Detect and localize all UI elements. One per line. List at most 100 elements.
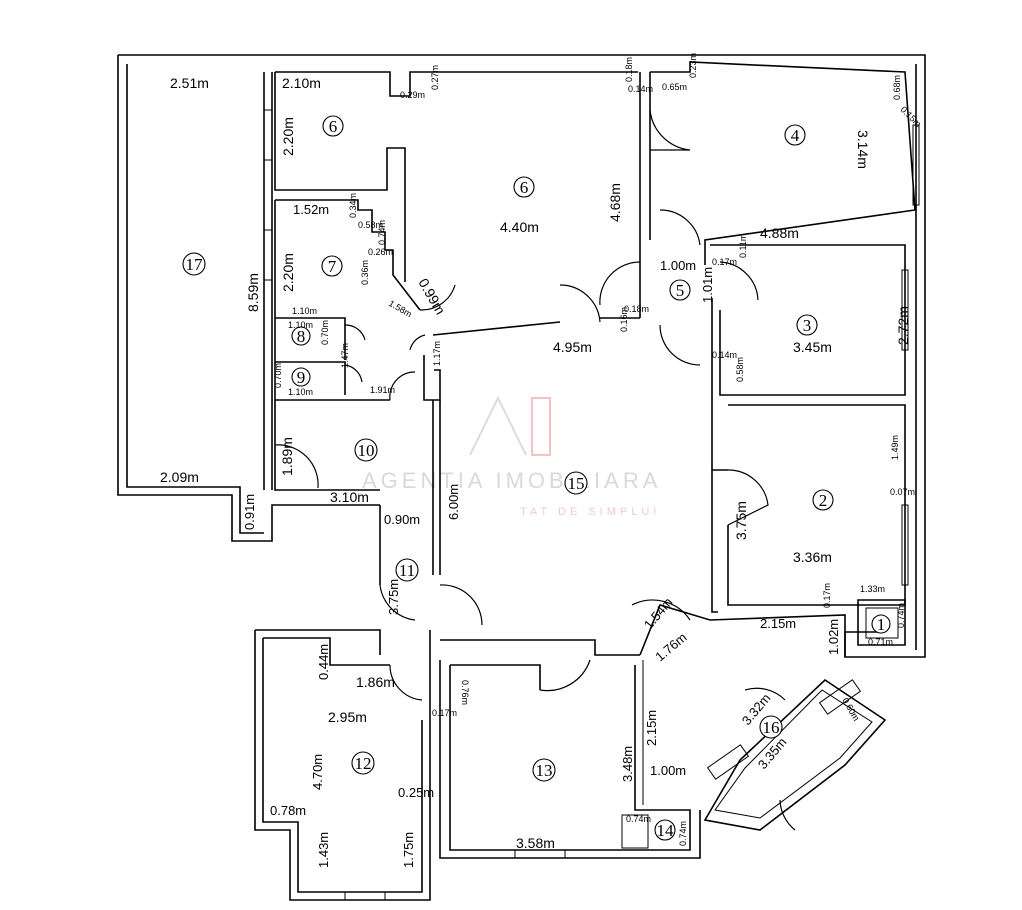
watermark-tagline: TAT DE SIMPLU! [520,506,660,518]
svg-text:15: 15 [568,474,585,493]
room-13-walls [439,660,701,859]
svg-text:3: 3 [803,316,812,335]
room-label-7: 7 [321,255,343,277]
dimension-label: 2.15m [644,710,659,746]
door-room-7[interactable] [419,284,456,311]
door-room-13[interactable] [539,659,591,692]
dimension-label: 1.00m [650,763,686,778]
dimension-label: 0.70m [320,320,330,345]
room-label-2: 2 [812,489,834,511]
dimension-label: 0.68m [892,75,902,100]
svg-text:4: 4 [791,126,800,145]
svg-text:6: 6 [520,178,529,197]
room-labels: 1 2 3 4 5 6 6 7 8 9 10 11 12 13 14 15 16… [182,115,891,841]
dimension-label: 0.76m [460,680,470,705]
dimension-label: 1.91m [370,385,395,395]
dimension-label: 2.20m [280,117,296,156]
dimension-label: 2.15m [760,616,796,631]
door-room-8[interactable] [409,334,426,351]
dimension-label: 3.75m [386,579,401,615]
dimension-label: 0.18m [624,57,634,82]
door-room-5-east[interactable] [719,261,759,301]
room-12-walls [254,629,431,901]
dimension-label: 1.49m [890,435,900,460]
door-room-8b[interactable] [344,324,366,341]
doors [274,109,796,831]
room-label-16: 16 [759,715,783,739]
room-1-walls [857,599,906,646]
dimension-label: 2.72m [895,306,911,345]
door-room-10[interactable] [389,371,416,401]
right-block-walls [639,61,920,613]
dimension-label: 1.33m [860,584,885,594]
dimension-label: 0.25m [398,785,434,800]
dimension-label: 0.74m [377,220,387,245]
door-room-5-west[interactable] [599,261,641,306]
svg-text:6: 6 [329,117,338,136]
dimension-label: 0.90m [384,512,420,527]
room-16-walls [703,678,887,831]
door-room-6[interactable] [559,284,601,323]
dimension-label: 0.78m [270,803,306,818]
door-room-16a[interactable] [744,687,786,701]
dimension-label: 1.10m [288,387,313,397]
door-room-12[interactable] [389,664,423,701]
dimension-label: 0.58m [358,220,383,230]
room-label-15: 15 [564,471,588,495]
svg-text:8: 8 [297,327,306,346]
dimension-label: 2.10m [282,75,321,91]
dimension-label: 0.17m [432,708,457,718]
dimension-label: 4.95m [553,339,592,355]
hall-walls [379,400,846,657]
dimension-label: 1.47m [340,343,350,368]
dimension-label: 0.17m [712,257,737,267]
door-room-4[interactable] [649,109,691,151]
dimension-label: 1.86m [356,674,395,690]
dimension-label: 2.20m [280,253,296,292]
svg-text:11: 11 [399,561,415,580]
watermark-logo-a [469,395,527,456]
outer-walls [117,54,926,658]
dimension-label: 0.91m [242,494,257,530]
dimension-label: 0.18m [624,304,649,314]
room-label-10: 10 [354,438,378,462]
svg-text:10: 10 [358,441,375,460]
dimension-label: 1.02m [826,619,841,655]
door-room-16-hall[interactable] [631,599,691,621]
watermark-company: AGENTIA IMOBILIARA [362,468,661,493]
watermark-logo-i [531,397,551,456]
svg-text:7: 7 [328,257,337,276]
dimension-labels: 2.51m 2.10m 0.29m 0.27m 0.18m 0.14m 0.65… [160,53,923,868]
dimension-label: 0.58m [735,357,745,382]
dimension-label: 6.00m [446,484,461,520]
dimension-label: 0.36m [360,260,370,285]
dimension-label: 3.36m [793,549,832,565]
dimension-label: 1.10m [288,320,313,330]
door-room-2[interactable] [727,469,769,526]
dimension-label: 4.70m [310,754,325,790]
door-room-10b[interactable] [274,444,319,489]
dimension-label: 0.74m [626,814,651,824]
svg-text:5: 5 [676,281,685,300]
svg-text:2: 2 [819,491,828,510]
dimension-label: 4.68m [607,183,623,222]
door-room-9[interactable] [344,364,363,383]
dimension-label: 0.11m [738,234,748,258]
door-room-5-south[interactable] [659,324,701,366]
dimension-label: 1.00m [660,258,696,273]
dimension-label: 1.43m [316,832,331,868]
svg-text:13: 13 [536,761,553,780]
door-room-5-north[interactable] [659,209,701,246]
door-room-11[interactable] [439,584,483,626]
dimension-label: 3.14m [855,130,871,169]
dimension-label: 4.40m [500,219,539,235]
dimension-label: 4.88m [760,225,799,241]
dimension-label: 2.09m [160,469,199,485]
dimension-label: 1.76m [652,630,689,665]
door-room-16b[interactable] [779,799,796,831]
dimension-label: 0.26m [368,247,393,257]
svg-text:17: 17 [186,255,204,274]
dimension-label: 0.74m [896,603,906,628]
door-room-11b[interactable] [379,584,416,621]
